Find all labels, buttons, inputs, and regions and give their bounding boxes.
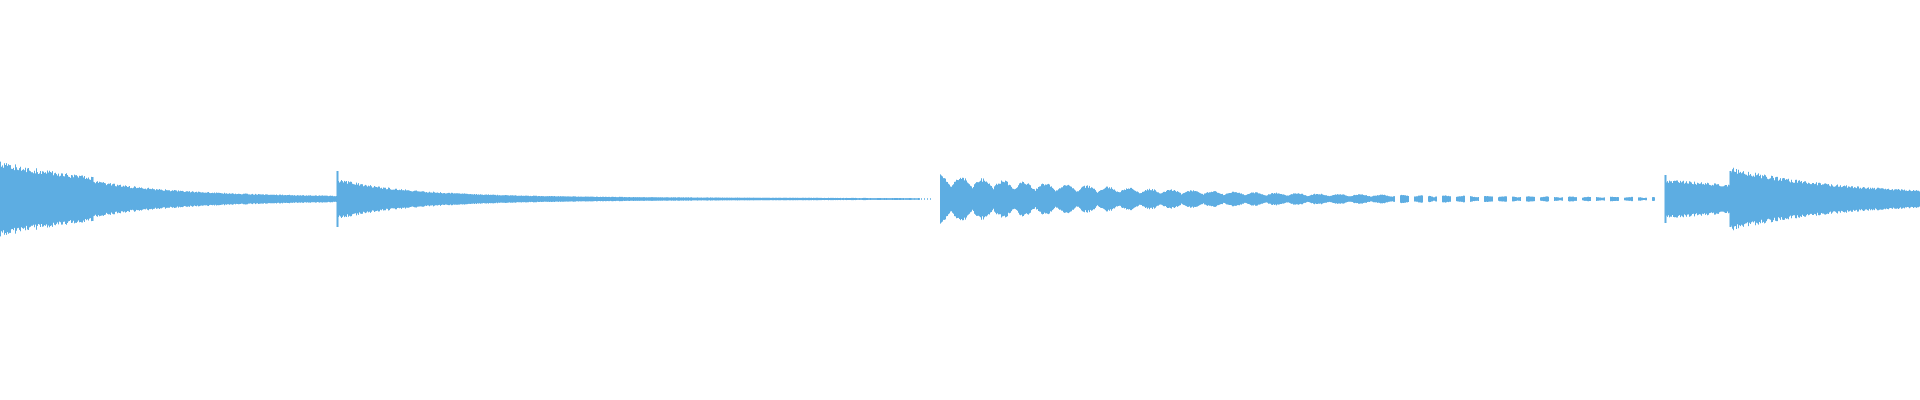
waveform-segment-2 bbox=[93, 181, 337, 217]
waveform-segment-1 bbox=[1, 162, 92, 237]
waveform-segment-4 bbox=[941, 174, 1655, 223]
waveform-segment-3 bbox=[338, 179, 931, 220]
waveform-segment-6 bbox=[1731, 168, 1920, 230]
waveform-segment-5 bbox=[1666, 180, 1730, 218]
waveform-segments bbox=[1, 162, 1920, 237]
